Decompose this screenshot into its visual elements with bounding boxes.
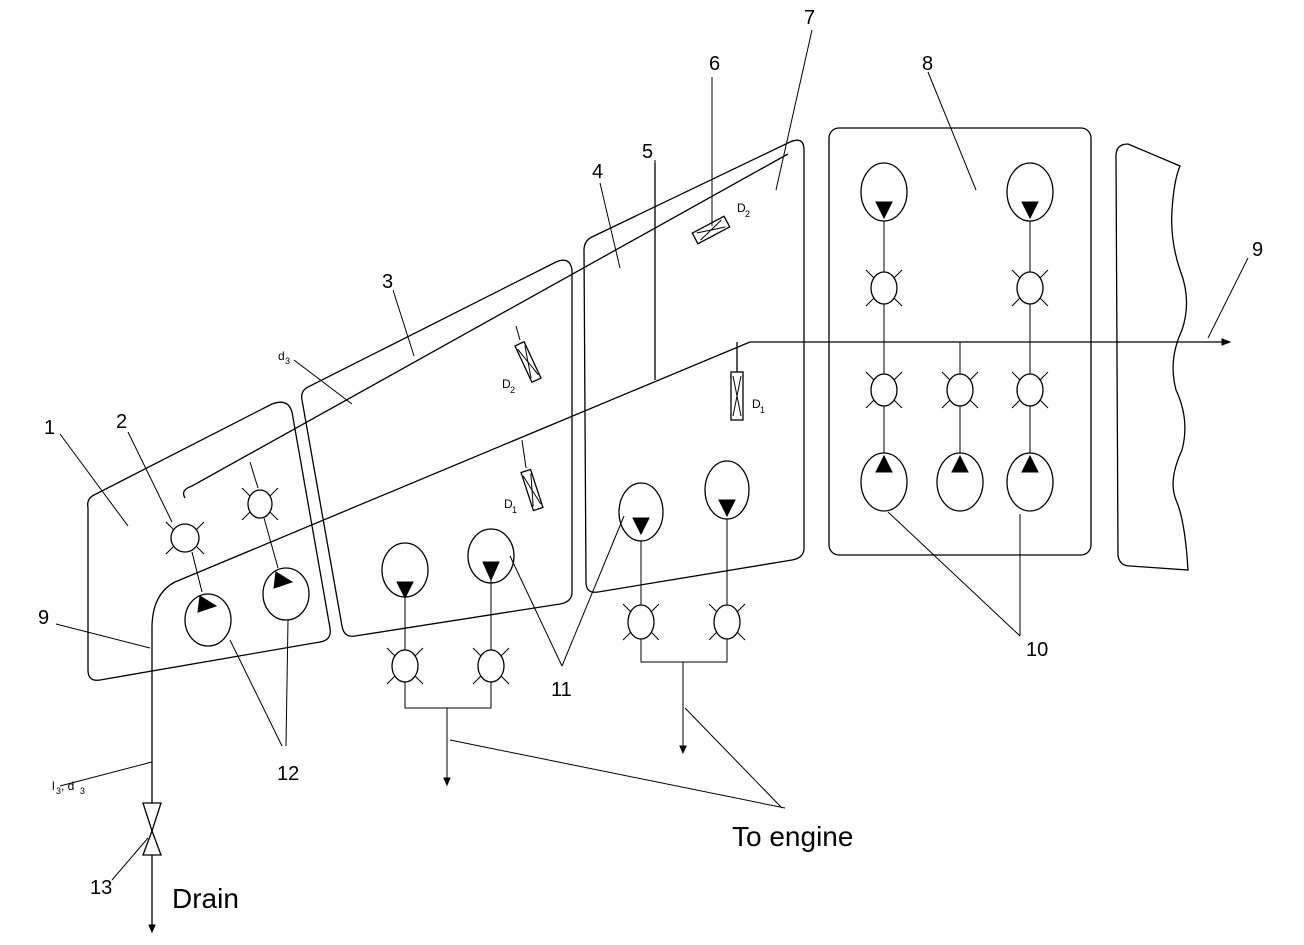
label-7: 7	[804, 7, 815, 29]
tank-4-outline	[583, 139, 805, 593]
svg-text:D: D	[502, 377, 511, 391]
label-1: 1	[44, 417, 55, 439]
tank-8-pump-bottom-right	[1006, 452, 1054, 512]
svg-text:3: 3	[285, 356, 290, 366]
pipe-9-main-line	[151, 341, 1222, 807]
svg-text:D: D	[504, 497, 513, 511]
label-12: 12	[277, 763, 299, 785]
tank-1-pipe-right	[263, 517, 279, 569]
svg-text:l: l	[52, 779, 55, 793]
tank-8-pump-top-right	[1006, 162, 1054, 222]
symbol-l3-d3: l 3 , d 3	[52, 779, 85, 796]
restrictor-D1-tank-3	[520, 439, 544, 512]
tank-3-pump-left	[381, 542, 429, 600]
label-9-left: 9	[38, 607, 49, 629]
pipe-9-arrow-right	[1221, 338, 1232, 346]
fuselage-section-outline	[1115, 143, 1189, 571]
tank-8-check-valve-lower-center	[941, 371, 979, 409]
drain-valve-13	[142, 802, 162, 856]
tank-8-check-valve-lower-left	[865, 371, 903, 409]
tank-3-manifold	[404, 682, 492, 778]
svg-text:3: 3	[80, 786, 85, 796]
drain-arrow-head	[148, 924, 156, 934]
tank-4-pump-left	[618, 482, 664, 542]
tank-1-check-valve-left	[165, 521, 205, 555]
label-4: 4	[592, 161, 603, 183]
symbol-D1-tank-4: D 1	[752, 397, 765, 415]
leader-lines	[55, 29, 1249, 881]
tank-1-pump-left	[184, 593, 232, 647]
symbol-D1-tank-3: D 1	[504, 497, 517, 515]
svg-text:2: 2	[510, 385, 515, 395]
symbol-d3-top: d 3	[278, 349, 290, 366]
restrictor-D2-tank-6	[691, 215, 731, 245]
label-3: 3	[382, 271, 393, 293]
tank-3-outline	[301, 259, 573, 637]
svg-text:D: D	[752, 397, 761, 411]
tank-4-to-engine-arrow	[679, 745, 687, 755]
caption-drain: Drain	[172, 883, 239, 914]
restrictor-D2-tank-3	[514, 325, 542, 384]
label-6: 6	[709, 53, 720, 75]
tank-8-pump-bottom-left	[860, 452, 908, 512]
tank-4-manifold	[640, 639, 728, 746]
label-11: 11	[551, 679, 572, 701]
tank-8-pump-top-left	[860, 162, 908, 222]
tank-8-check-valve-upper-left	[865, 269, 903, 307]
tank-4-pump-right	[704, 460, 750, 520]
caption-to-engine: To engine	[732, 821, 853, 852]
svg-text:d: d	[278, 349, 285, 363]
symbol-D2-tank-3: D 2	[502, 377, 515, 395]
tank-8-check-valve-lower-right	[1011, 371, 1049, 409]
tank-1-pump-right	[262, 567, 310, 621]
tank-3-to-engine-arrow	[443, 777, 451, 787]
svg-text:1: 1	[760, 405, 765, 415]
tank-4-check-valve-left	[622, 603, 660, 641]
tank-8-pump-bottom-center	[936, 452, 984, 512]
symbol-D2-top: D 2	[737, 201, 750, 219]
svg-text:2: 2	[745, 209, 750, 219]
label-8: 8	[922, 53, 933, 75]
svg-text:3: 3	[56, 786, 61, 796]
pipe-d3-upper-line	[182, 153, 789, 499]
tank-1-outline	[87, 401, 331, 681]
restrictor-D1-tank-4	[730, 371, 744, 421]
label-2: 2	[116, 411, 127, 433]
tank-3-check-valve-right	[472, 647, 510, 685]
tank-1-pipe-right-top	[249, 461, 259, 489]
svg-text:D: D	[737, 201, 746, 215]
label-5: 5	[642, 141, 653, 163]
label-10: 10	[1026, 639, 1048, 661]
tank-3-check-valve-left	[386, 647, 424, 685]
tank-1-pipe-left	[191, 551, 203, 593]
tank-8-check-valve-upper-right	[1011, 269, 1049, 307]
tank-3-pump-right	[467, 528, 515, 584]
label-13: 13	[90, 877, 112, 899]
label-9-right: 9	[1252, 239, 1263, 261]
tank-4-check-valve-right	[708, 603, 746, 641]
svg-text:, d: , d	[61, 779, 74, 793]
tank-1-check-valve-right	[241, 487, 279, 521]
svg-text:1: 1	[512, 505, 517, 515]
